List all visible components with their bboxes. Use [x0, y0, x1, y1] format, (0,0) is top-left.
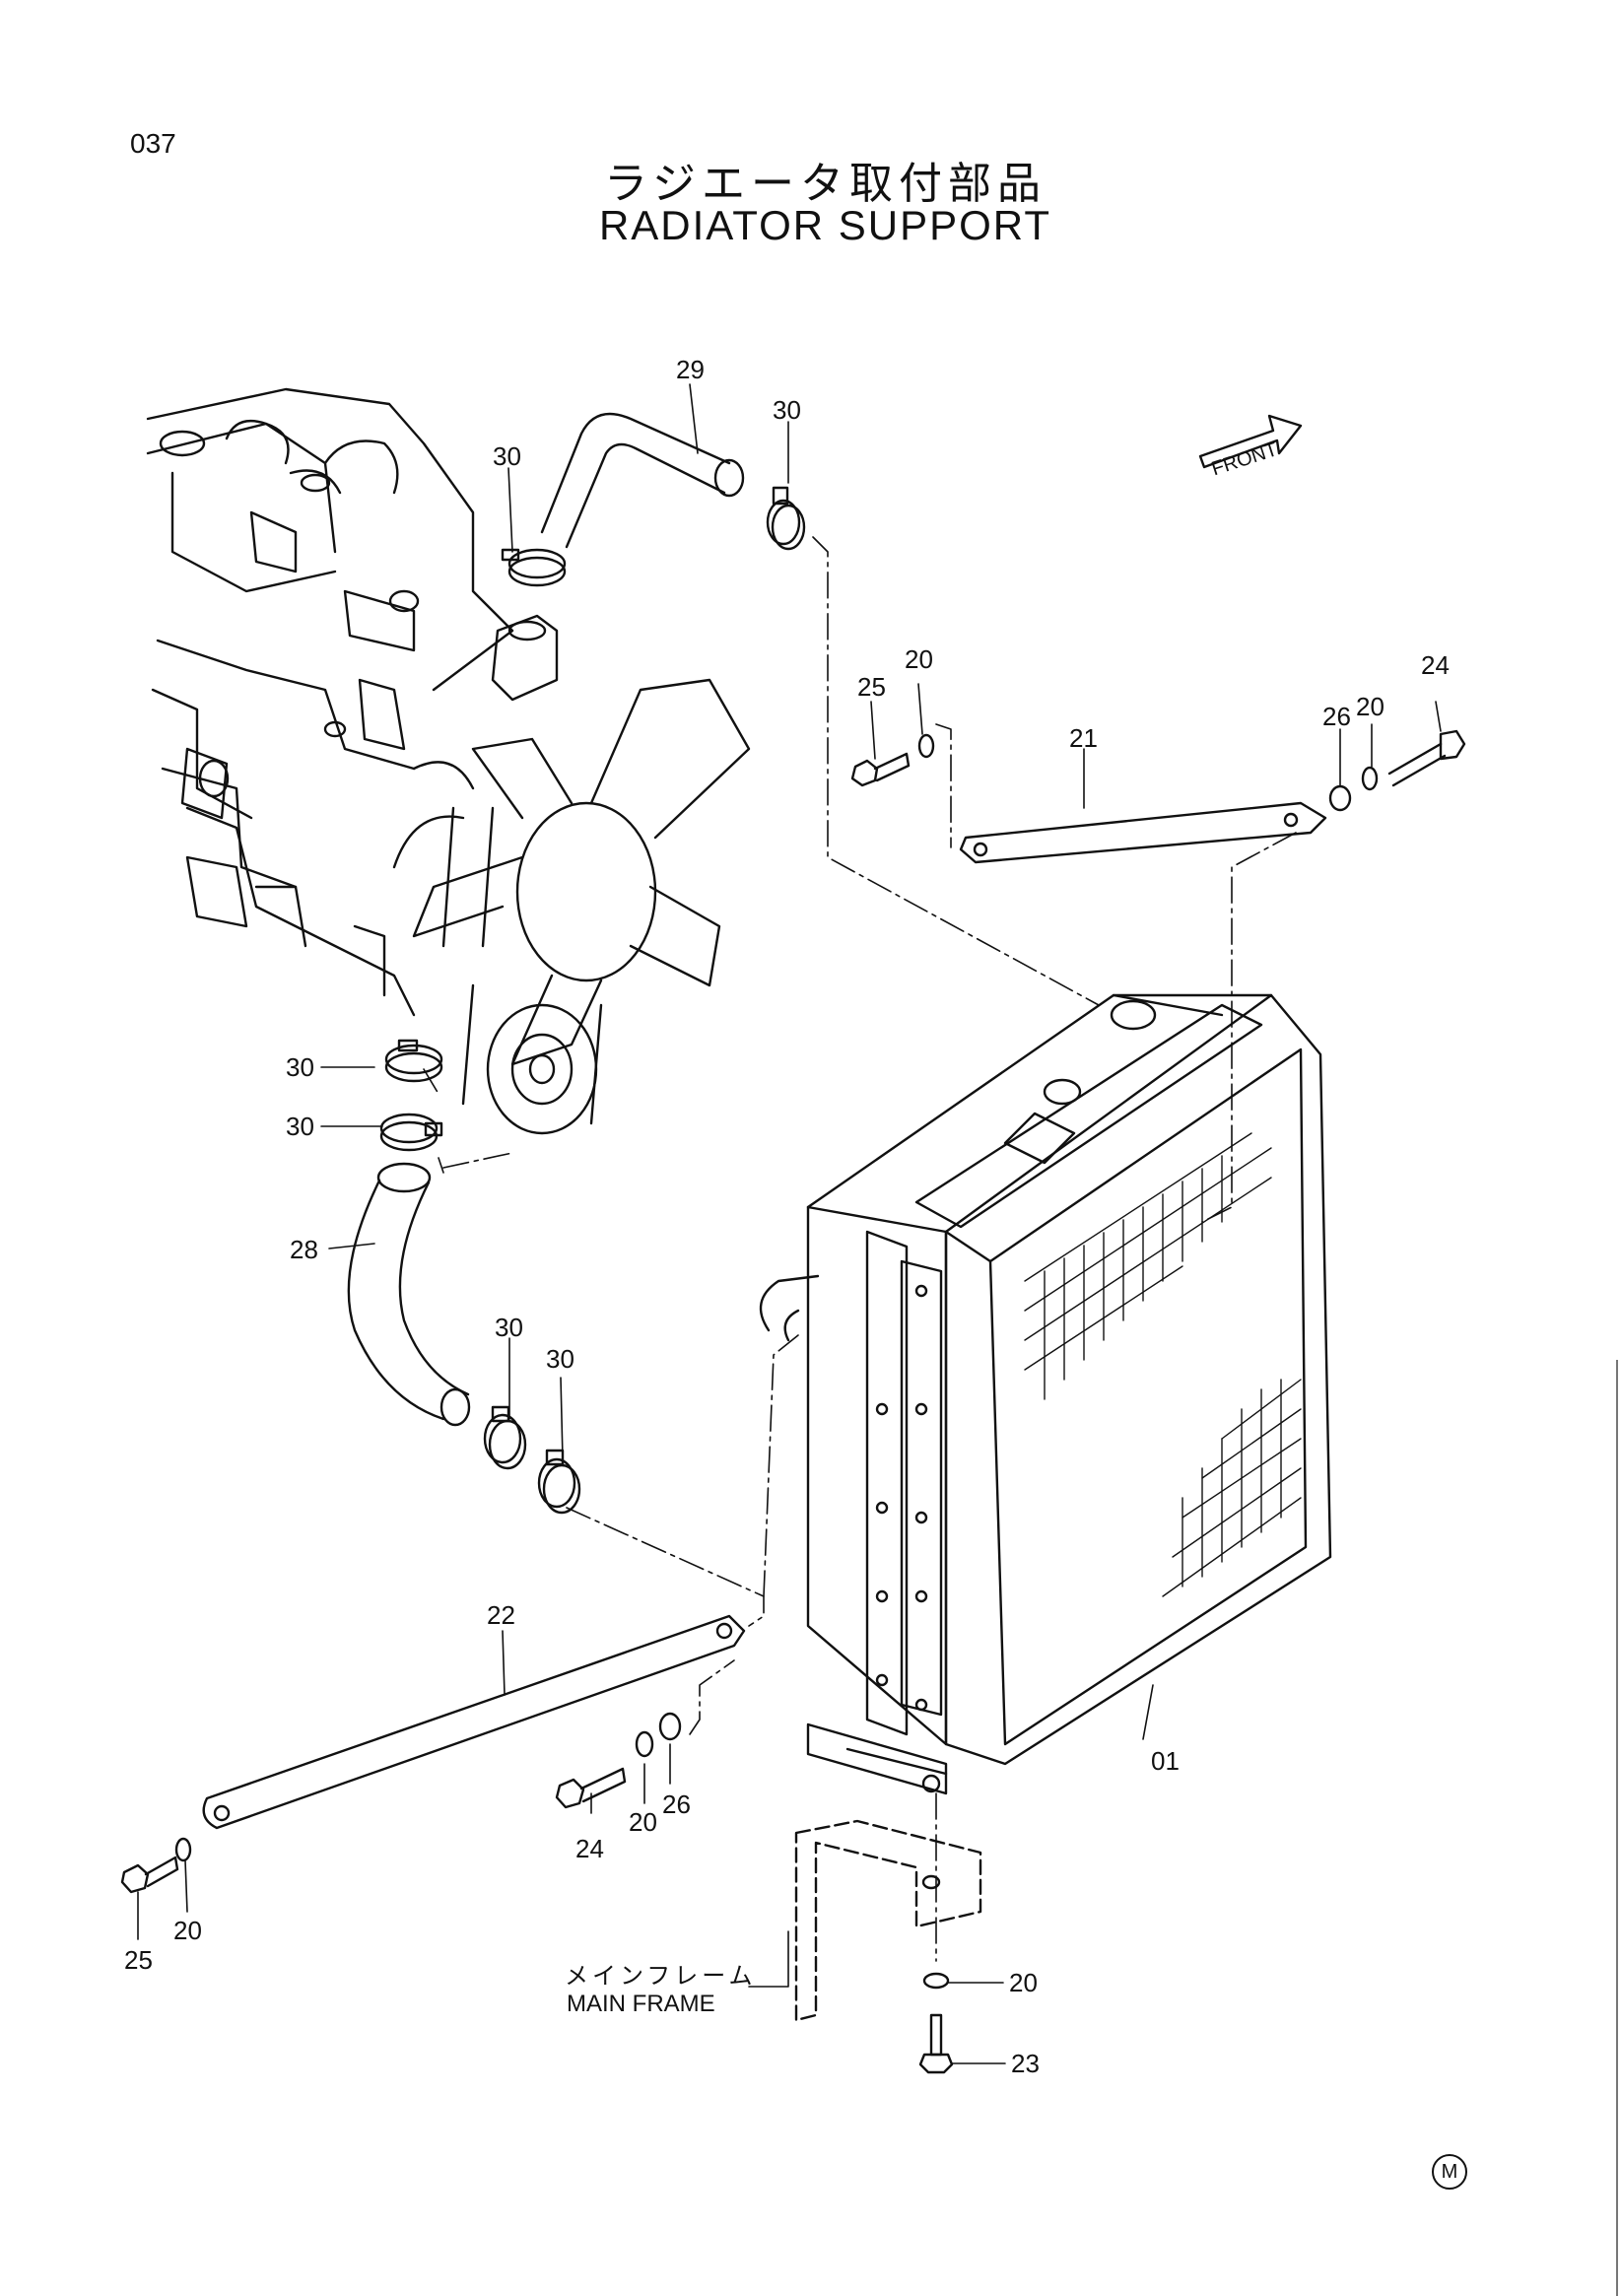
bolt-24-top	[1387, 729, 1466, 787]
alignment-lines	[423, 536, 1297, 1962]
main-frame-label-english: MAIN FRAME	[567, 1991, 715, 2017]
bolt-24-bottom	[555, 1767, 627, 1809]
callout-30-middle-1: 30	[495, 1313, 523, 1342]
callout-28: 28	[290, 1235, 318, 1264]
callout-20-frame: 20	[1009, 1968, 1038, 1997]
callout-24-bottom: 24	[575, 1834, 604, 1863]
upper-radiator-hose	[540, 412, 745, 549]
front-arrow-label: FRONT	[1209, 439, 1280, 480]
washer-20-bottom	[635, 1730, 654, 1758]
washer-26-top	[1328, 784, 1352, 812]
engine-block	[146, 387, 751, 1135]
support-bar-lower	[202, 1614, 746, 1830]
main-frame-label-japanese: メインフレーム	[565, 1962, 757, 1990]
lower-radiator-hose	[347, 1162, 471, 1427]
bolt-23	[918, 2013, 954, 2074]
washer-20-top-right	[1361, 766, 1379, 791]
hose-clamp-left-2	[379, 1113, 443, 1152]
hose-clamp-middle-1	[483, 1405, 527, 1470]
bolt-25-top	[850, 752, 911, 787]
callout-30-left-1: 30	[286, 1052, 314, 1082]
callout-30-middle-2: 30	[546, 1344, 574, 1374]
callout-30-top: 30	[493, 441, 521, 471]
callout-01: 01	[1151, 1746, 1180, 1776]
frame-bolt-hole	[921, 1874, 941, 1890]
hose-clamp-middle-2	[537, 1449, 581, 1515]
washer-20-bottom-left	[174, 1837, 192, 1862]
hose-clamp-upper-left	[501, 548, 567, 587]
callout-25-bottom: 25	[124, 1945, 153, 1975]
callout-22: 22	[487, 1600, 515, 1630]
front-arrow-icon: FRONT	[1198, 414, 1303, 480]
callout-23: 23	[1011, 2049, 1040, 2078]
callout-20-top-right: 20	[1356, 692, 1385, 721]
page-title-japanese: ラジエータ取付部品	[603, 159, 1047, 209]
callout-25-top: 25	[857, 672, 886, 702]
main-frame-bracket	[794, 1819, 982, 2022]
callout-24-top: 24	[1421, 650, 1450, 680]
page-number: 037	[130, 128, 176, 159]
callout-20-bottom: 20	[629, 1807, 657, 1837]
page-edge-line	[1616, 1360, 1618, 2296]
hose-clamp-upper-right	[766, 486, 806, 551]
hose-clamp-left-1	[384, 1039, 443, 1083]
radiator-assembly	[759, 993, 1332, 1795]
washer-20-frame	[922, 1972, 950, 1990]
callout-26-top: 26	[1322, 702, 1351, 731]
callout-leaders	[137, 383, 1442, 2064]
callout-20-top: 20	[905, 644, 933, 674]
washer-26-bottom	[658, 1712, 682, 1741]
callout-21: 21	[1069, 723, 1098, 753]
callout-20-bottom-left: 20	[173, 1916, 202, 1945]
cooling-fan	[412, 678, 751, 1066]
washer-20-top	[917, 733, 935, 759]
callout-30-left-2: 30	[286, 1112, 314, 1141]
callout-29: 29	[676, 355, 705, 384]
callout-26-bottom: 26	[662, 1790, 691, 1819]
callout-30-hose: 30	[773, 395, 801, 425]
bolt-25-bottom	[120, 1856, 179, 1894]
circled-m-mark: M	[1432, 2154, 1467, 2190]
support-bar-upper	[959, 801, 1327, 864]
page-title-english: RADIATOR SUPPORT	[598, 202, 1052, 248]
